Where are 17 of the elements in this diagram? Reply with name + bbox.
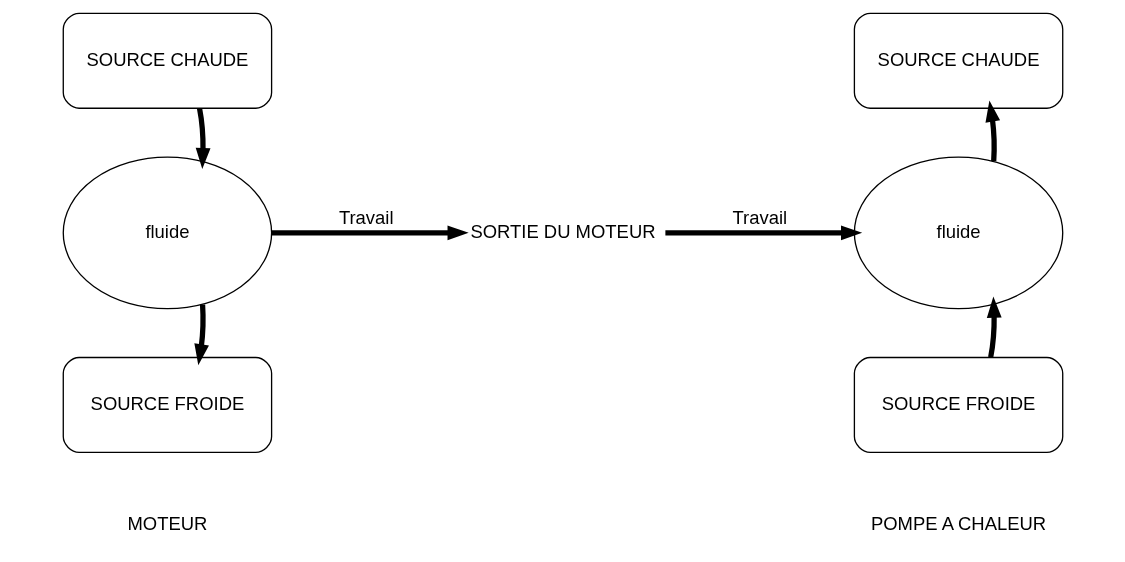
arrow [193, 304, 209, 366]
arrow [195, 107, 210, 170]
label: POMPE A CHALEUR [870, 512, 1046, 534]
label: MOTEUR [126, 512, 207, 534]
node-box: SOURCE FROIDE [853, 356, 1063, 454]
edge-label: Travail [731, 206, 787, 228]
node-box: SOURCE FROIDE [62, 356, 272, 454]
arrow [986, 296, 1002, 358]
node-ellipse: fluide [853, 156, 1063, 310]
arrow [985, 100, 1000, 162]
edge-label: Travail [338, 206, 394, 228]
node-box: SOURCE CHAUDE [62, 12, 272, 109]
arrow [271, 225, 469, 241]
node-text: SORTIE DU MOTEUR [469, 220, 656, 242]
node-box: SOURCE CHAUDE [853, 12, 1063, 109]
arrow [664, 225, 862, 241]
node-ellipse: fluide [62, 156, 272, 310]
